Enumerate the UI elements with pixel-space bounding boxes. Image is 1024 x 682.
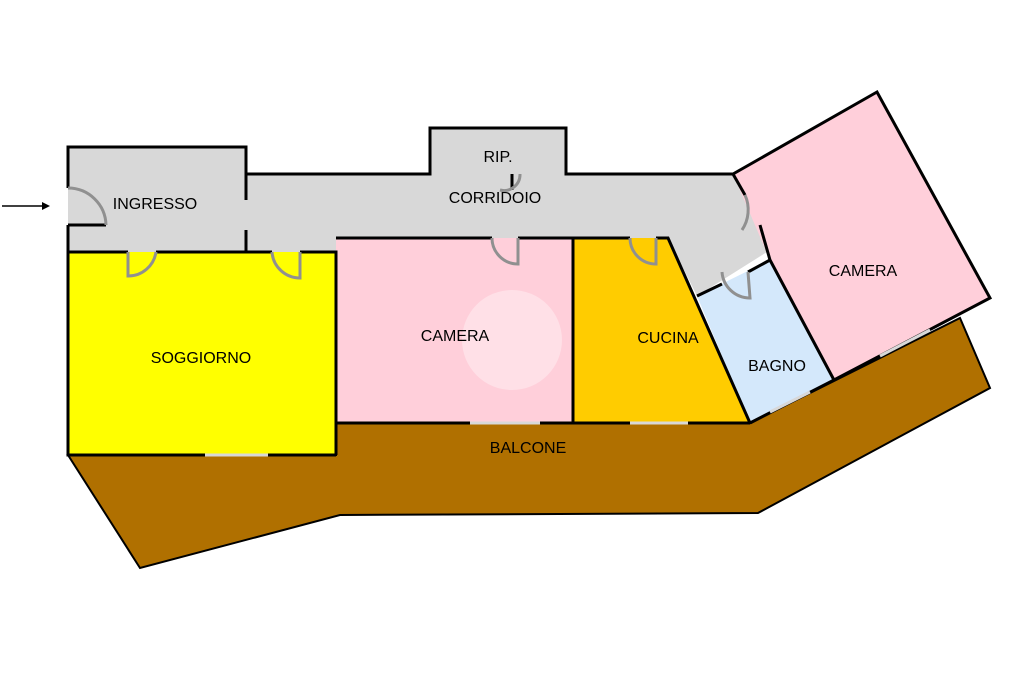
door-soggiorno-1 bbox=[126, 251, 158, 278]
watermark-logo bbox=[462, 290, 562, 390]
door-swings bbox=[67, 173, 752, 300]
door-cucina bbox=[628, 237, 658, 266]
door-ripostiglio bbox=[499, 173, 522, 192]
windows bbox=[205, 328, 931, 457]
label-camera-right: CAMERA bbox=[829, 263, 898, 280]
camera-center-area bbox=[336, 238, 573, 423]
label-ripostiglio: RIP. bbox=[483, 149, 512, 166]
door-camera-right bbox=[740, 194, 750, 231]
door-camera-center bbox=[490, 237, 520, 266]
label-corridoio: CORRIDOIO bbox=[449, 190, 541, 207]
window-bagno bbox=[769, 390, 811, 414]
label-camera-center: CAMERA bbox=[421, 328, 490, 345]
label-bagno: BAGNO bbox=[748, 358, 806, 375]
bagno-area bbox=[697, 260, 834, 423]
door-entrance bbox=[67, 186, 108, 226]
door-bagno bbox=[720, 271, 752, 300]
arrow-right-icon bbox=[2, 202, 50, 210]
cucina-area bbox=[573, 238, 750, 423]
window-camera-right bbox=[879, 328, 931, 358]
label-cucina: CUCINA bbox=[637, 330, 699, 347]
label-balcone: BALCONE bbox=[490, 440, 566, 457]
door-soggiorno-2 bbox=[270, 251, 302, 280]
label-soggiorno: SOGGIORNO bbox=[151, 350, 251, 367]
soggiorno-area bbox=[68, 252, 336, 455]
label-ingresso: INGRESSO bbox=[113, 196, 197, 213]
